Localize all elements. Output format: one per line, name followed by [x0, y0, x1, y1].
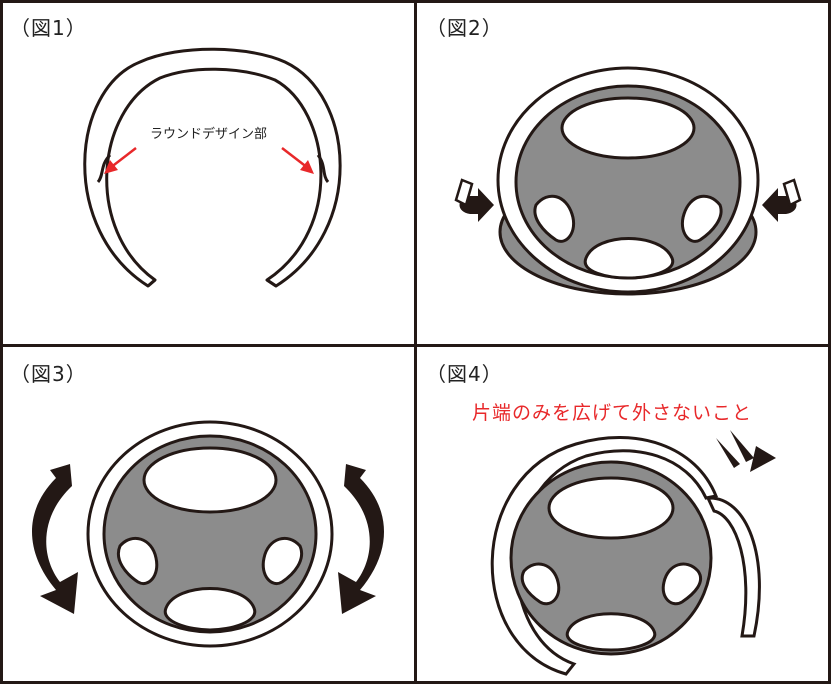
panel-figure-1: （図1） ラウンドデザイン部: [0, 0, 415, 345]
lifted-cover-edge: [705, 496, 761, 638]
panel-figure-3: （図3）: [0, 346, 415, 684]
cover-wrong-removal-illustration: [490, 430, 776, 676]
rotate-arrow-right: [338, 464, 384, 614]
rotate-arrow-left: [32, 464, 78, 614]
cover-installing-illustration: [454, 66, 802, 296]
round-design-note: ラウンドデザイン部: [150, 127, 268, 142]
stress-mark-3: [750, 446, 776, 472]
cover-rotate-illustration: [32, 420, 384, 648]
panel-figure-2: （図2）: [416, 0, 831, 345]
cover-open-illustration: [83, 47, 342, 288]
panel-figure-4: （図4） 片端のみを広げて外さないこと: [416, 346, 831, 684]
